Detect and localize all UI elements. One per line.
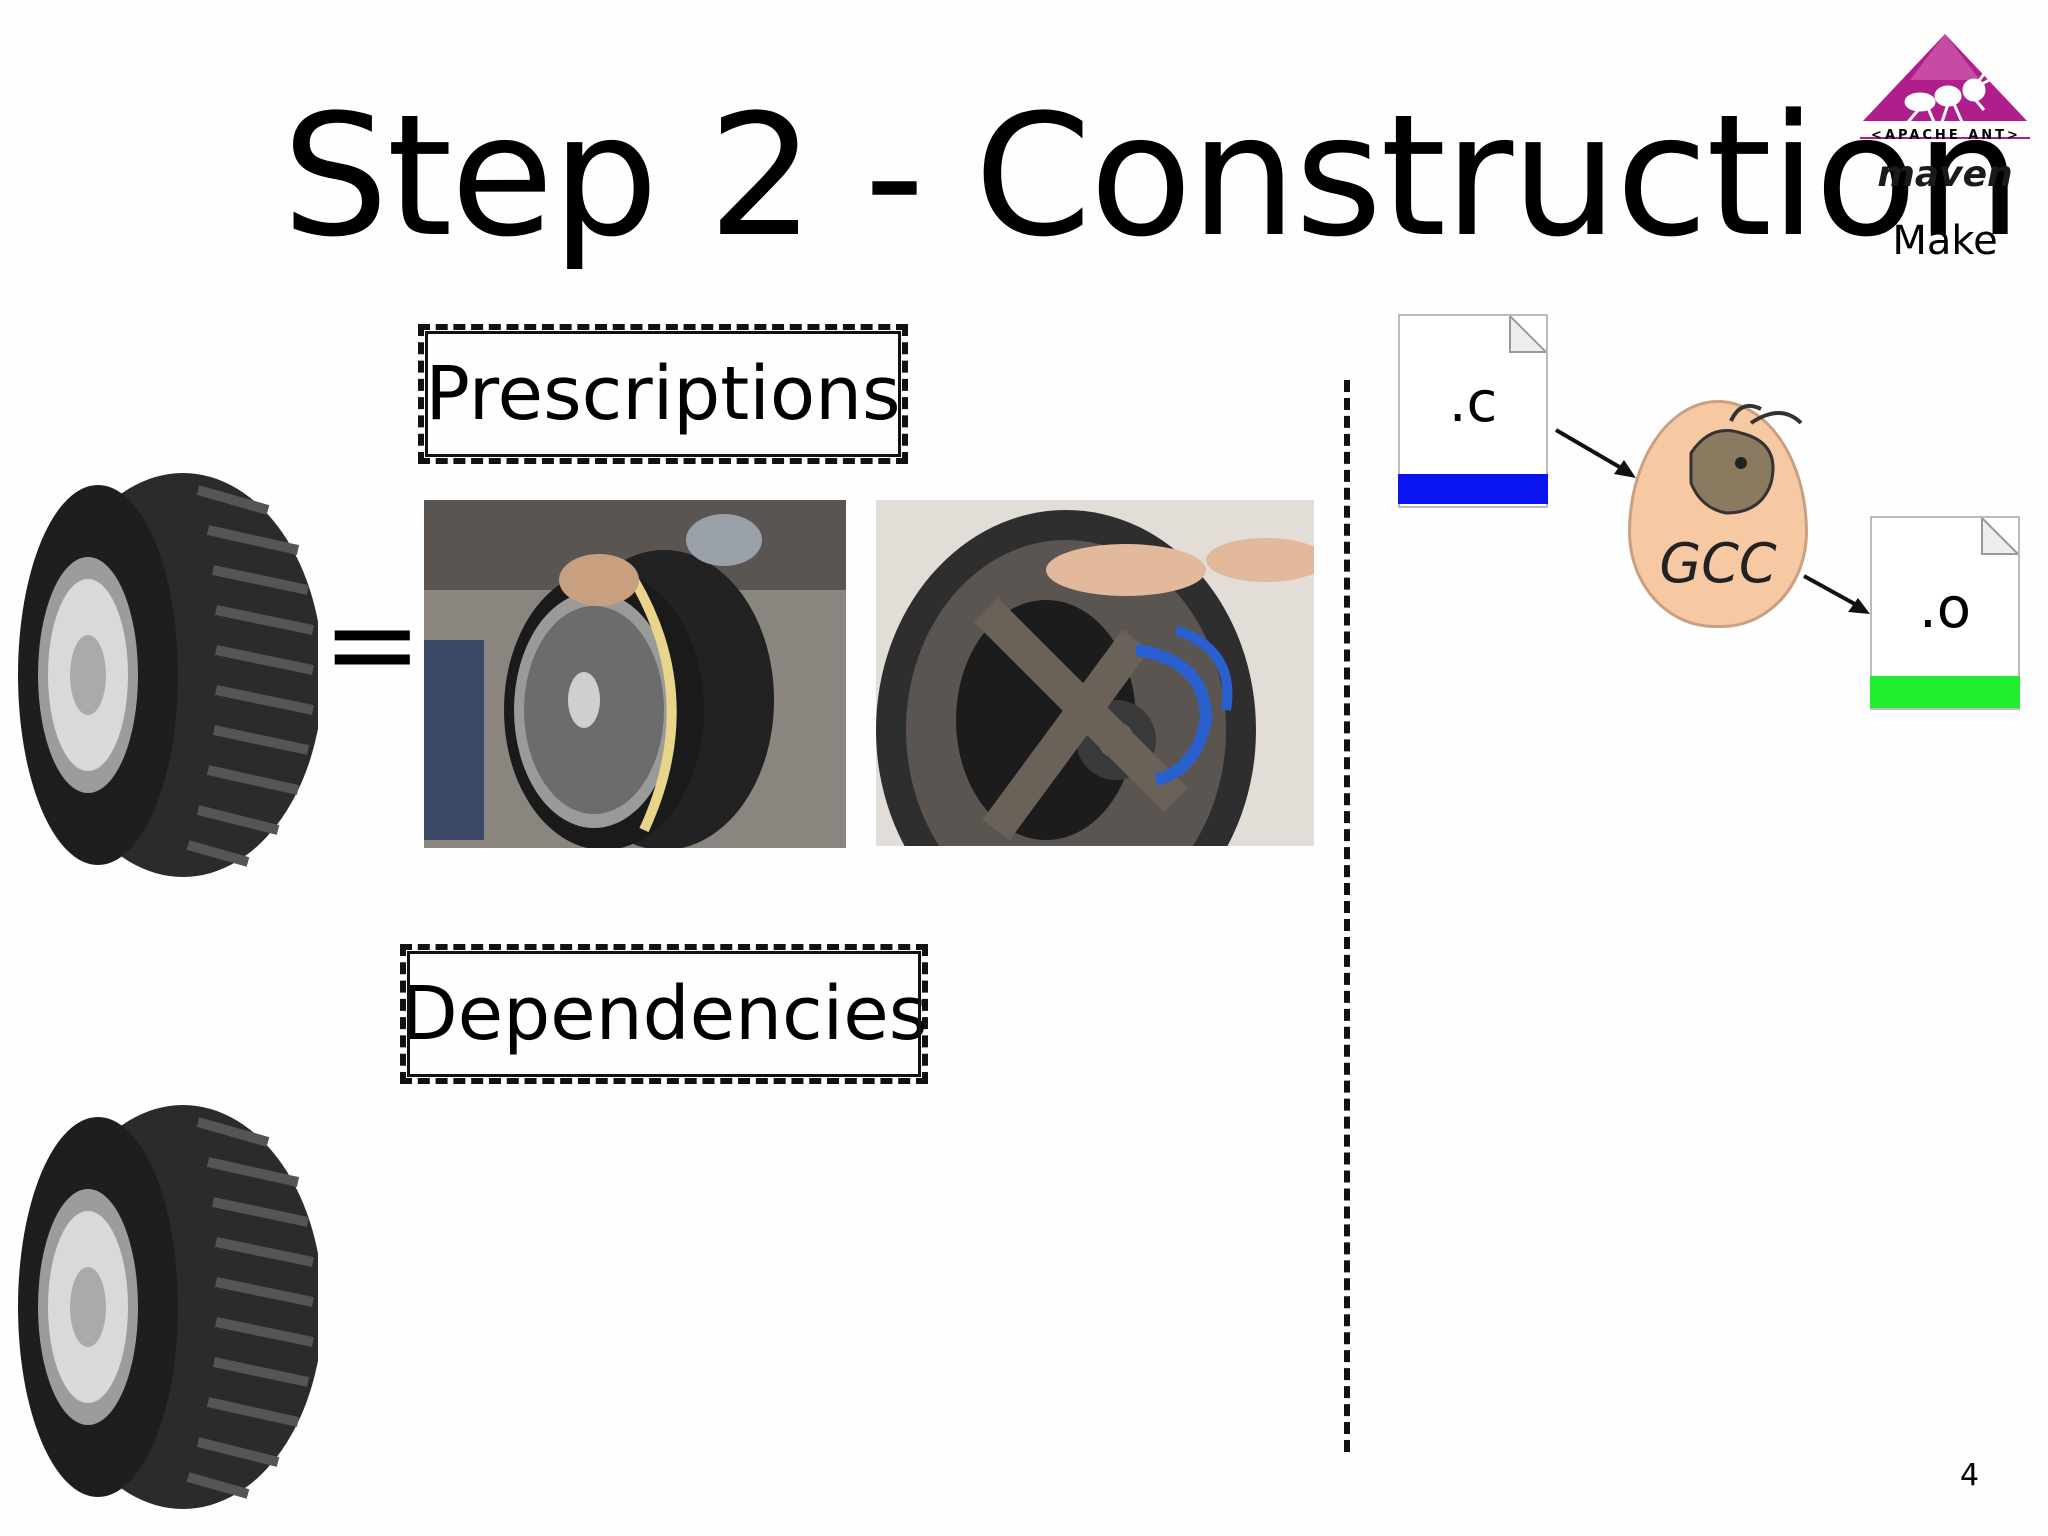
object-file-bar [1870, 676, 2020, 708]
dependencies-box: Dependencies [400, 944, 928, 1084]
object-file-label: .o [1918, 576, 1972, 641]
gcc-label: GCC [1659, 532, 1777, 595]
gcc-logo [1628, 400, 1808, 628]
prescriptions-box: Prescriptions [418, 324, 908, 464]
tire-image-top [18, 473, 318, 877]
equals-sign: = [322, 575, 423, 714]
slide-title: Step 2 - Construction [282, 78, 2022, 274]
source-file-label: .c [1448, 370, 1498, 435]
tire-mounting-photo [424, 500, 846, 848]
vertical-divider [1344, 380, 1350, 1452]
motorcycle-wheel-photo [876, 500, 1314, 846]
arrow-source-to-gcc [1554, 428, 1636, 478]
source-file-bar [1398, 474, 1548, 504]
make-label: Make [1892, 218, 1998, 264]
prescriptions-label: Prescriptions [425, 351, 901, 437]
tire-image-bottom [18, 1105, 318, 1509]
maven-logo-label: maven [1877, 154, 2013, 195]
apache-ant-label: <APACHE ANT> [1871, 128, 2021, 143]
dependencies-label: Dependencies [400, 971, 928, 1057]
tool-logos: <APACHE ANT> maven Make [1850, 30, 2040, 280]
apache-ant-logo [1860, 34, 2030, 139]
page-number: 4 [1960, 1458, 1980, 1493]
arrow-gcc-to-object [1803, 574, 1870, 614]
